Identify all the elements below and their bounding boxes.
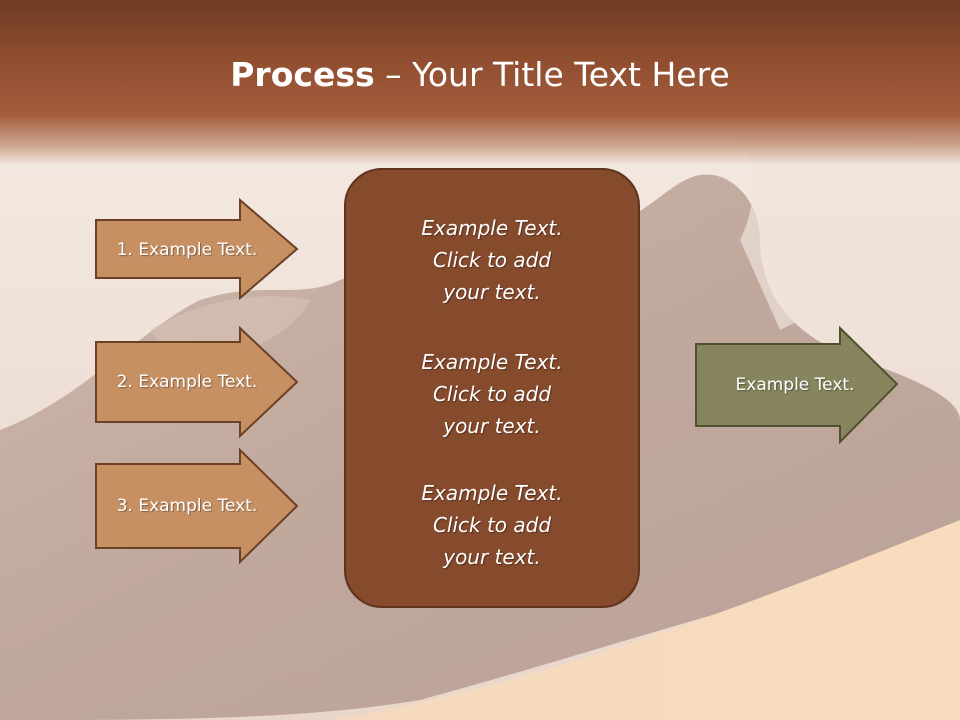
center-block-2-line-2: Click to add (432, 382, 552, 406)
center-block-3-line-3: your text. (443, 545, 541, 569)
center-block-3-line-1: Example Text. (421, 481, 563, 505)
center-text-block-1[interactable]: Example Text. Click to add your text. (344, 212, 640, 308)
center-block-1-line-1: Example Text. (421, 216, 563, 240)
center-text-block-2[interactable]: Example Text. Click to add your text. (344, 346, 640, 442)
input-arrow-3-label: 3. Example Text. (116, 496, 258, 516)
center-block-2-line-3: your text. (443, 414, 541, 438)
center-block-2-line-1: Example Text. (421, 350, 563, 374)
input-arrow-3[interactable] (94, 448, 300, 564)
title-band (0, 0, 960, 165)
input-arrow-2[interactable] (94, 326, 300, 438)
input-arrow-2-label: 2. Example Text. (116, 372, 258, 392)
center-process-box[interactable] (344, 168, 640, 608)
center-block-1-line-2: Click to add (432, 248, 552, 272)
slide-title: Process – Your Title Text Here (0, 50, 960, 100)
center-block-3-line-2: Click to add (432, 513, 552, 537)
output-arrow-label: Example Text. (735, 375, 855, 395)
center-text-block-3[interactable]: Example Text. Click to add your text. (344, 477, 640, 573)
input-arrow-1[interactable] (94, 198, 300, 300)
center-block-1-line-3: your text. (443, 280, 541, 304)
title-rest-part: – Your Title Text Here (374, 55, 730, 94)
title-bold-part: Process (230, 55, 375, 94)
input-arrow-1-label: 1. Example Text. (116, 240, 258, 260)
output-arrow[interactable] (694, 326, 900, 444)
